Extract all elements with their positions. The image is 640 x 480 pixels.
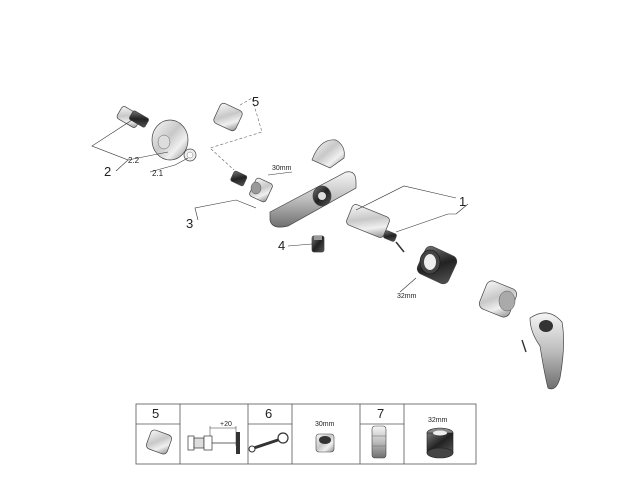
leader-3 — [194, 199, 257, 221]
dim-32mm: 32mm — [397, 293, 417, 300]
legend-ring-label: 32mm — [428, 417, 448, 424]
nipple-part — [230, 170, 248, 187]
leader-30mm — [267, 171, 293, 176]
legend-extension-label: +20 — [220, 421, 232, 428]
leader-2 — [91, 119, 133, 172]
sleeve-part — [479, 280, 517, 318]
legend-cap-icon — [146, 429, 172, 455]
leader-2-1 — [149, 157, 189, 173]
callout-5: 5 — [252, 94, 259, 109]
legend-nut-icon — [315, 433, 335, 453]
callout-1: 1 — [459, 194, 466, 209]
leader-1a — [355, 185, 457, 211]
rosette-part — [151, 119, 189, 161]
washer-part — [183, 148, 197, 162]
legend-nut-label: 30mm — [315, 421, 335, 428]
callout-2-1: 2.1 — [152, 169, 164, 178]
leader-1c — [455, 203, 469, 215]
legend-number-6: 6 — [265, 406, 272, 421]
legend-spanner-icon — [248, 432, 289, 453]
leader-4 — [287, 243, 313, 247]
lever-handle-part — [521, 312, 564, 390]
nut-part-30mm — [249, 177, 273, 203]
callout-2-2: 2.2 — [128, 156, 140, 165]
legend-number-7: 7 — [377, 406, 384, 421]
legend-extension-icon — [187, 426, 240, 454]
threaded-ring-32mm — [416, 245, 458, 285]
cartridge-part-1 — [346, 204, 405, 253]
legend-cartridge-icon — [371, 425, 387, 459]
legend-ring-icon — [426, 427, 454, 459]
legend-number-5: 5 — [152, 406, 159, 421]
callout-3: 3 — [186, 216, 193, 231]
leader-2-2 — [127, 151, 169, 161]
eccentric-connector-part — [116, 106, 149, 128]
dim-30mm: 30mm — [272, 165, 292, 172]
cap-part-5 — [213, 102, 243, 132]
leader-32mm — [399, 277, 417, 293]
mixer-body-part — [269, 139, 357, 228]
spare-parts-legend: 5 6 7 +20 30mm — [135, 403, 477, 465]
callout-4: 4 — [278, 238, 285, 253]
legend-frame — [135, 403, 477, 465]
outlet-part-4 — [311, 235, 325, 253]
callout-2: 2 — [104, 164, 111, 179]
leader-1b — [395, 213, 456, 233]
